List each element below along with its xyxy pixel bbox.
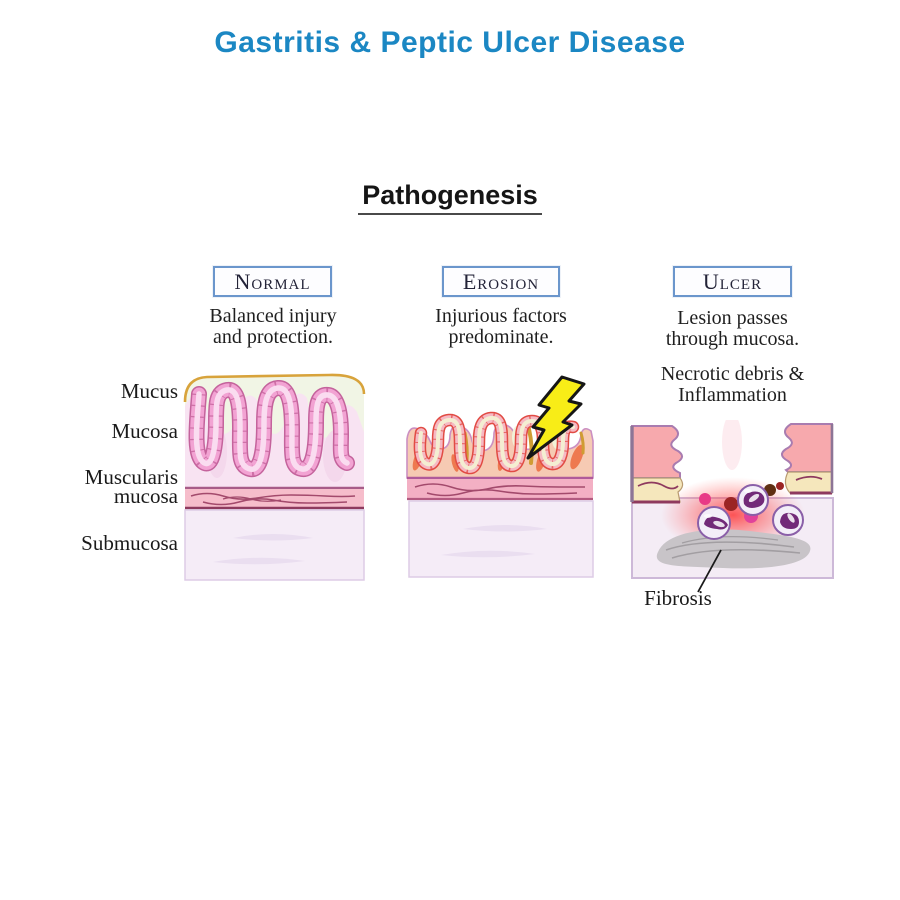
panel-header-normal: Normal <box>213 266 332 297</box>
muscularis-fiber <box>190 492 356 500</box>
damaged-glands <box>413 411 580 475</box>
submucosa-streak <box>441 550 535 558</box>
ulcer-desc-line1: Lesion passes <box>677 307 788 329</box>
section-heading: Pathogenesis <box>358 180 542 215</box>
submucosa-streak <box>463 525 547 532</box>
neutrophil-cell <box>772 504 804 536</box>
label-submucosa: Submucosa <box>81 531 178 555</box>
lightning-bolt-icon <box>526 375 586 460</box>
ulcer-desc-line2: through mucosa. <box>665 328 800 350</box>
neutrophil-cell <box>737 484 769 516</box>
fibrosis-pointer-line <box>697 549 722 593</box>
fibrosis-streak <box>665 541 795 551</box>
muscularis-band <box>185 489 364 508</box>
label-mucus: Mucus <box>120 379 178 403</box>
ulcer-extra-note: Necrotic debris & Inflammation <box>630 364 835 406</box>
muscularis-fiber <box>222 496 282 502</box>
submucosa-streak <box>233 534 313 541</box>
mucus-gold-edge <box>183 373 366 403</box>
normal-description: Balanced injury and protection. <box>178 306 368 348</box>
gastric-glands <box>188 380 355 478</box>
normal-tissue-illustration <box>183 373 366 581</box>
fibrosis-streak <box>671 549 801 559</box>
panel-header-ulcer: Ulcer <box>673 266 792 297</box>
page-title: Gastritis & Peptic Ulcer Disease <box>214 26 686 59</box>
acid-streak <box>527 427 534 465</box>
erosion-description: Injurious factors predominate. <box>406 306 596 348</box>
crater-smear <box>722 420 742 470</box>
normal-desc-line2: and protection. <box>213 326 333 348</box>
muscularis-fiber <box>202 498 348 506</box>
label-muscularis-line2: mucosa <box>113 484 178 508</box>
fibrosis-streak <box>681 535 779 544</box>
muscularis-fiber <box>426 489 578 497</box>
mucosa-layer <box>185 393 364 488</box>
label-mucosa: Mucosa <box>111 419 179 443</box>
panel-header-erosion: Erosion <box>442 266 560 297</box>
submucosa-block <box>184 509 365 581</box>
normal-desc-line1: Balanced injury <box>209 305 337 327</box>
erosion-tissue-illustration <box>406 411 594 578</box>
tissue-chunk-left <box>630 425 684 504</box>
section-heading-wrap: Pathogenesis <box>0 180 900 215</box>
acid-streak <box>579 431 585 455</box>
tissue-chunk-right <box>781 423 834 495</box>
label-muscularis-line1: Muscularis <box>84 465 178 489</box>
submucosa-block <box>408 500 594 578</box>
ulcer-extra-line1: Necrotic debris & <box>660 363 805 385</box>
ulcer-description: Lesion passes through mucosa. <box>630 308 835 350</box>
ulcer-tissue-illustration <box>630 420 834 593</box>
neutrophil-cell <box>697 506 731 540</box>
fibrosis-label: Fibrosis <box>644 586 712 610</box>
erosion-desc-line1: Injurious factors <box>435 305 567 327</box>
muscularis-band <box>407 479 593 499</box>
muscularis-fiber <box>414 483 585 492</box>
submucosa-streak <box>213 557 305 565</box>
gland-lumen <box>193 385 350 472</box>
erosion-desc-line2: predominate. <box>448 326 554 348</box>
ulcer-extra-line2: Inflammation <box>678 384 787 406</box>
